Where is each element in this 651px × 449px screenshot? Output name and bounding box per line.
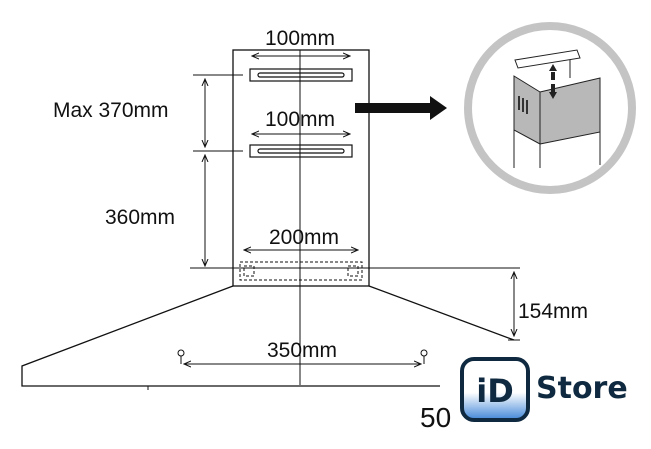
hood-height-label: 154mm bbox=[518, 300, 588, 323]
logo-store: Store bbox=[536, 371, 628, 406]
detail-inset bbox=[464, 22, 636, 194]
partial-width-label: 50 bbox=[420, 402, 451, 433]
chimney-outline bbox=[232, 49, 370, 287]
bottom-bracket-width-label: 200mm bbox=[269, 226, 339, 249]
bottom-bracket bbox=[239, 261, 363, 281]
top-bracket bbox=[249, 68, 353, 82]
hood-outline bbox=[21, 267, 520, 387]
arrow-right-icon bbox=[355, 96, 447, 120]
arrow-down-icon bbox=[549, 84, 557, 99]
hole-spacing-label: 350mm bbox=[267, 339, 337, 362]
chimney-height-label: 360mm bbox=[105, 206, 175, 229]
logo-id: iD bbox=[476, 372, 514, 410]
arrow-up-icon bbox=[549, 64, 557, 80]
middle-bracket bbox=[249, 144, 353, 158]
middle-bracket-width-label: 100mm bbox=[265, 108, 335, 131]
idstore-logo: iD Store bbox=[460, 357, 628, 422]
top-bracket-width-label: 100mm bbox=[265, 27, 335, 50]
max-height-label: Max 370mm bbox=[53, 99, 169, 122]
mount-holes bbox=[177, 349, 428, 364]
